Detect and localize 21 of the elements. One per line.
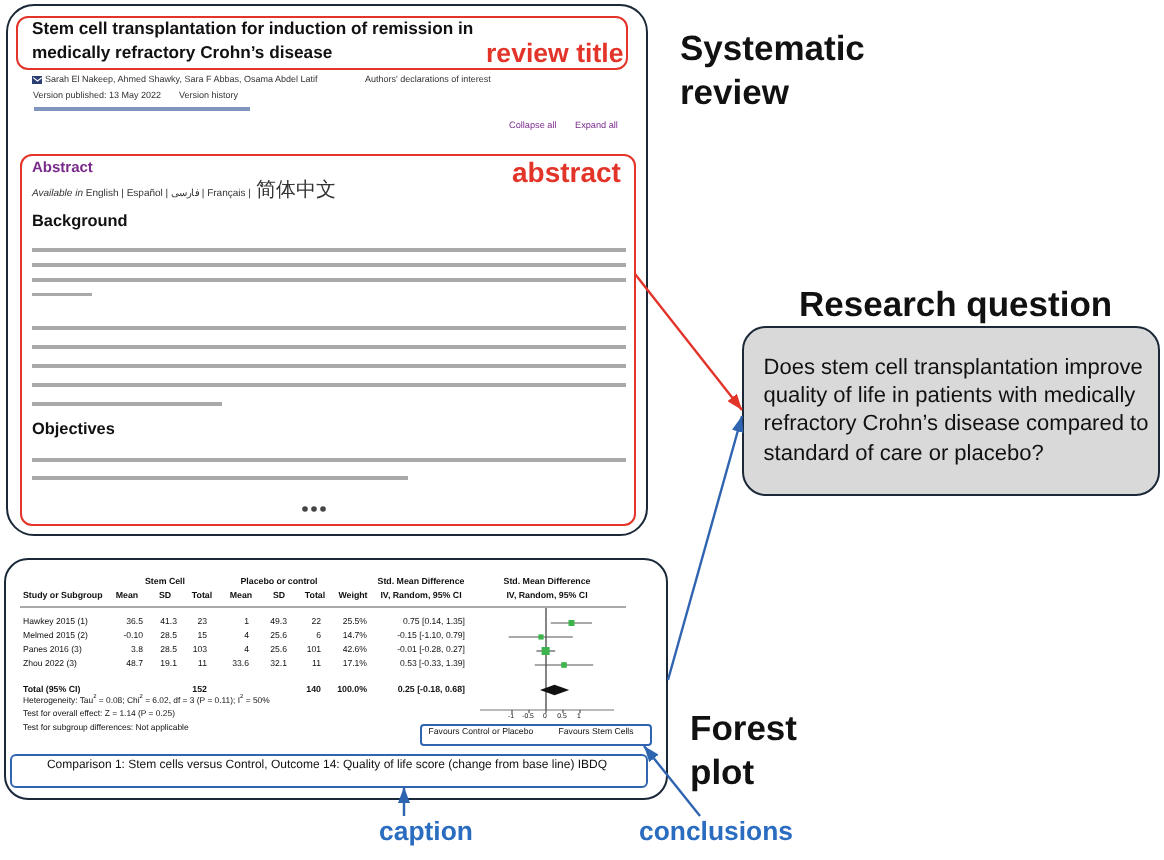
- leader-arrow: [643, 745, 701, 817]
- section-heading: Objectives: [32, 420, 115, 439]
- caption-highlight-box: [9, 753, 647, 787]
- annotation-label: abstract: [512, 155, 621, 188]
- annotation-label: review title: [486, 37, 624, 68]
- panel-heading: Research question: [799, 284, 1113, 325]
- review-screenshot-panel: [6, 4, 648, 536]
- title-highlight-box: [15, 15, 627, 69]
- panel-heading: Forest plot: [690, 706, 797, 794]
- leader-arrow: [398, 787, 410, 816]
- arrow: [666, 415, 744, 681]
- panel-heading: Systematic review: [680, 26, 865, 114]
- section-heading: Background: [32, 212, 128, 231]
- question-text: Does stem cell transplantation improve quality of life in patients with medically refractory Crohn’s disease compared to standard of care or placebo?: [763, 353, 1151, 468]
- annotation-label: conclusions: [639, 816, 793, 848]
- conclusions-highlight-box: [419, 723, 651, 746]
- review-title: Stem cell transplantation for induction of remission in medically refractory Crohn’s disease: [32, 18, 476, 64]
- arrow: [634, 273, 743, 411]
- forest-plot-panel: [4, 558, 668, 800]
- annotation-label: caption: [379, 816, 473, 848]
- abstract-highlight-box: [19, 153, 635, 525]
